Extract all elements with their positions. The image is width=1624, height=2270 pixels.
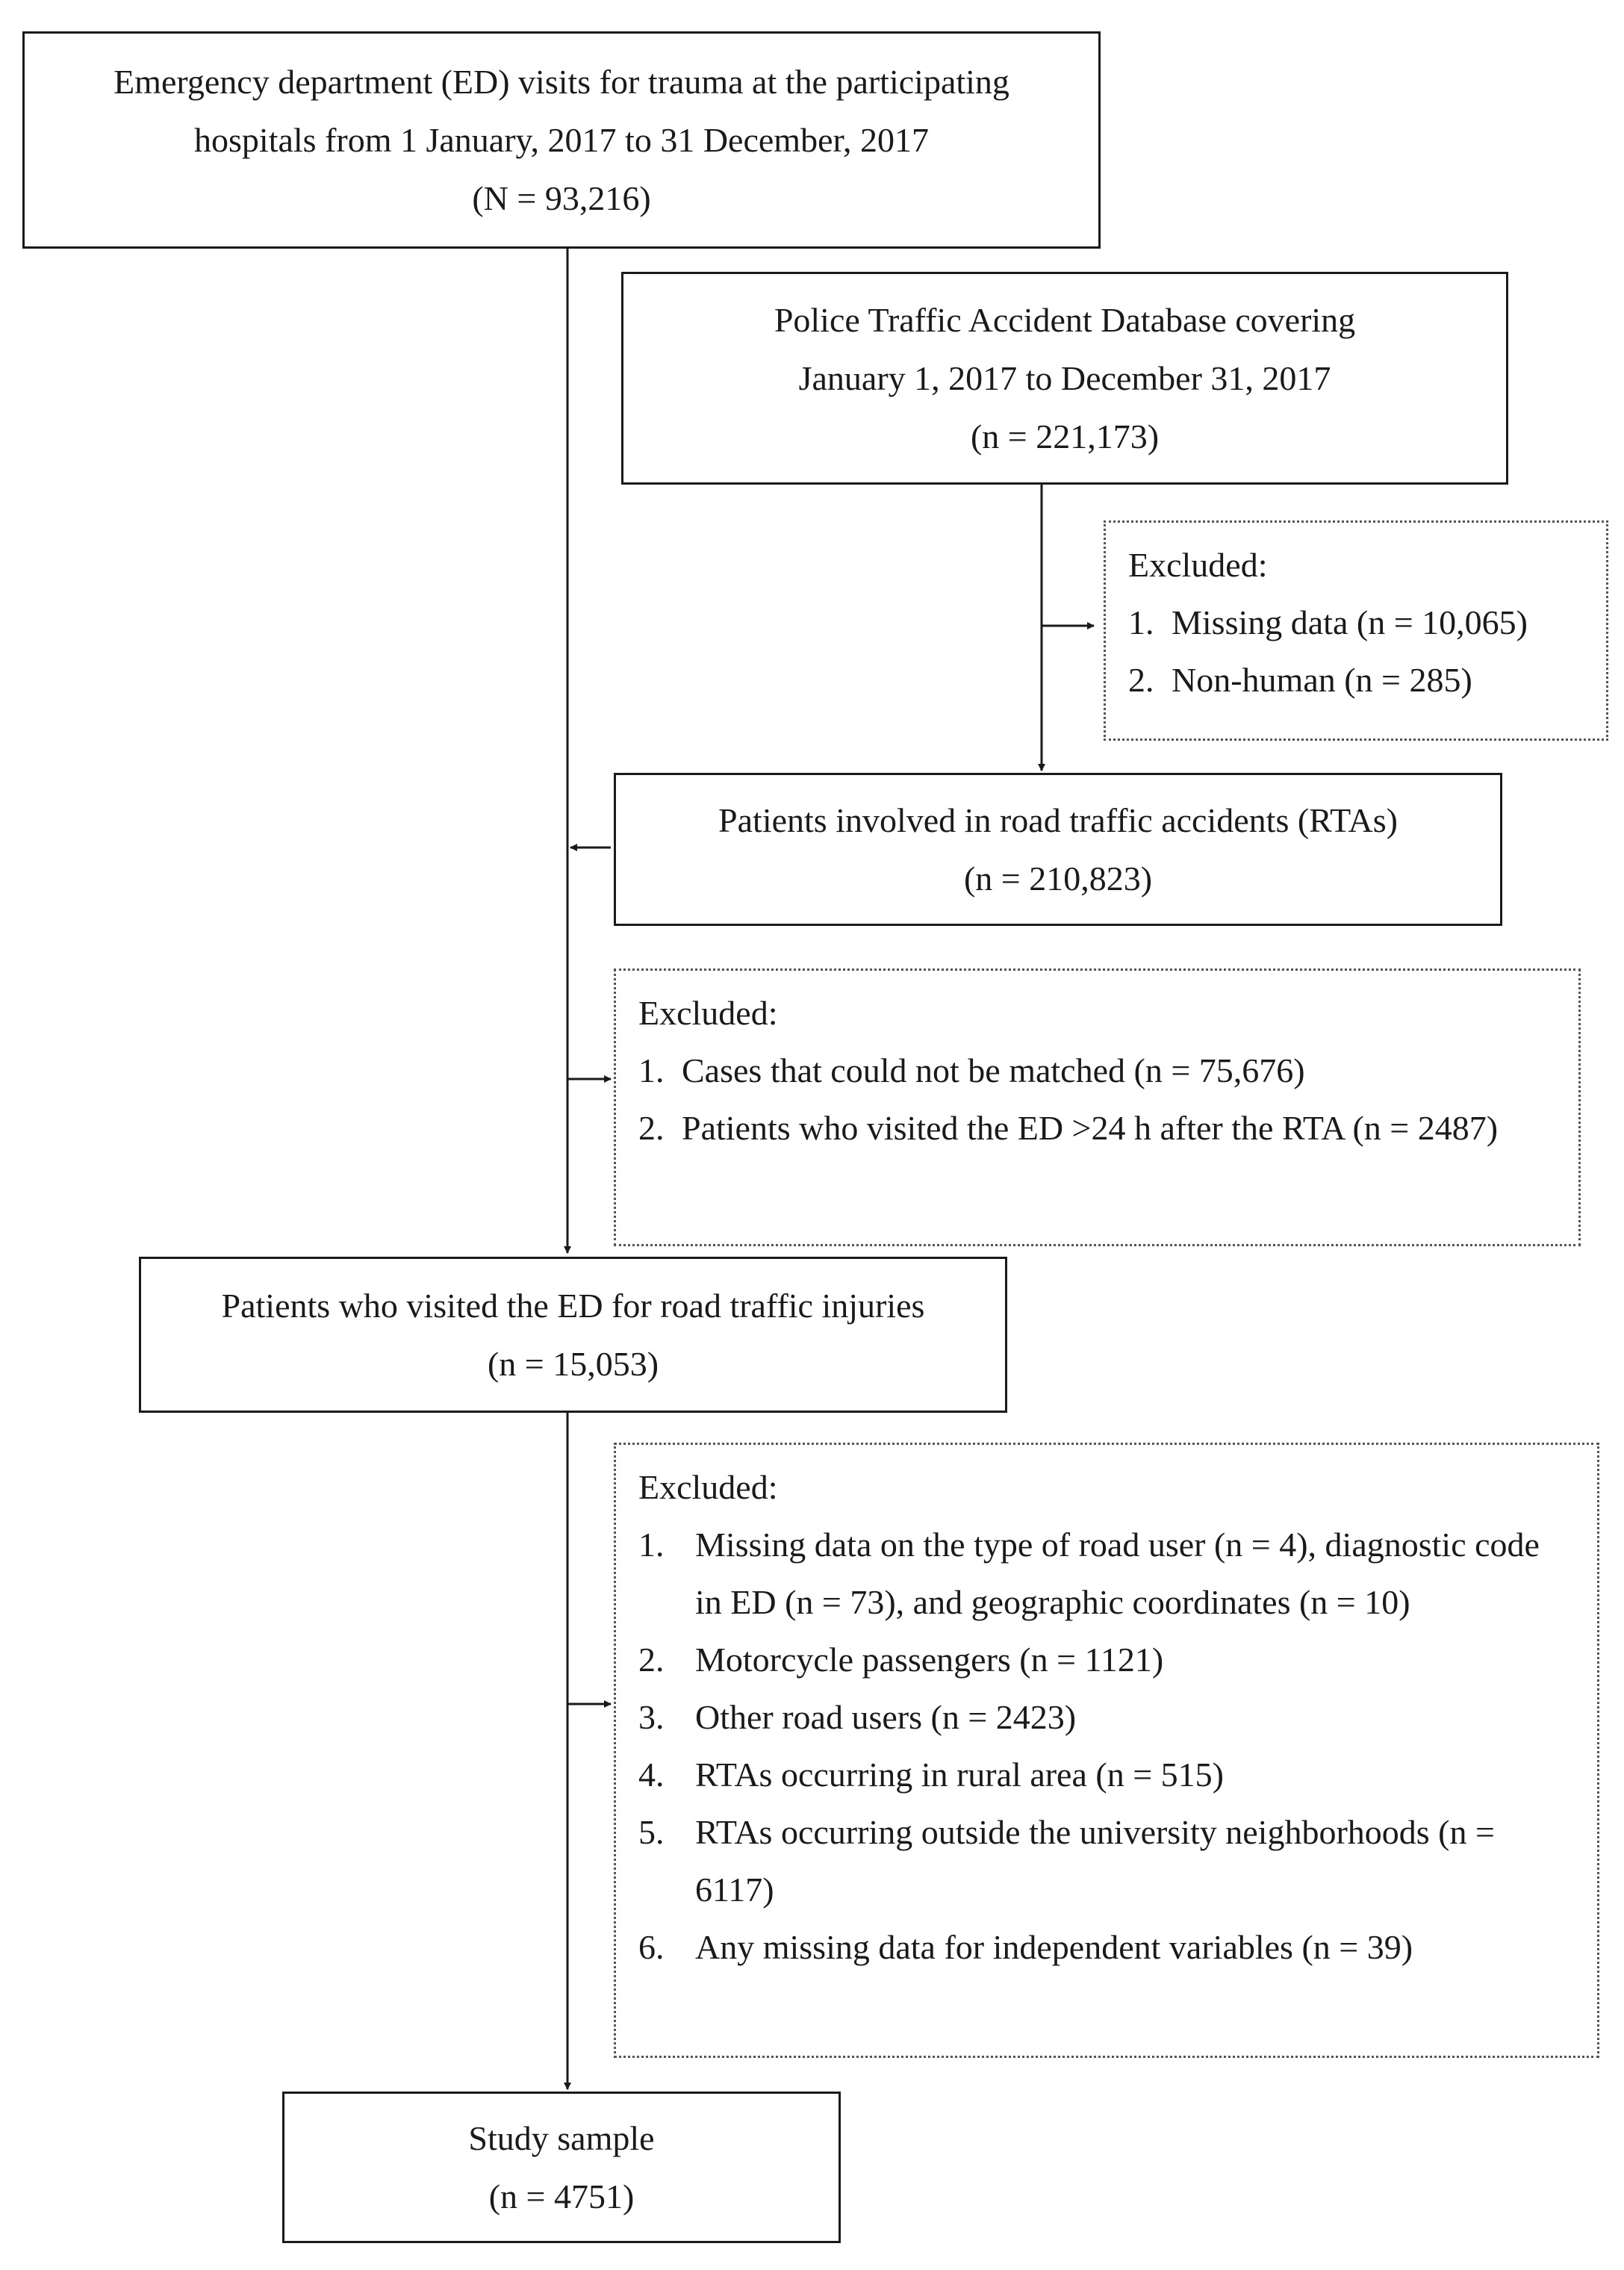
rta-patients-box: Patients involved in road traffic accide… (614, 773, 1502, 926)
excluded-1-heading: Excluded: (1128, 546, 1268, 584)
excluded-2-item-text: Patients who visited the ED >24 h after … (682, 1109, 1499, 1147)
study-sample-box: Study sample (n = 4751) (282, 2092, 841, 2243)
excluded-1-item: 1. Missing data (n = 10,065) (1128, 594, 1584, 651)
excluded-3-item-text: Missing data on the type of road user (n… (695, 1526, 1540, 1621)
excluded-2-item: 1. Cases that could not be matched (n = … (638, 1042, 1556, 1099)
excluded-3-item: 6. Any missing data for independent vari… (638, 1918, 1575, 1976)
ed-visits-line-1: Emergency department (ED) visits for tra… (113, 62, 1009, 101)
excluded-2-item-number: 2. (638, 1109, 665, 1147)
excluded-3-item-number: 1. (638, 1526, 665, 1564)
excluded-1-item-text: Missing data (n = 10,065) (1172, 603, 1528, 641)
ed-visits-line-2: hospitals from 1 January, 2017 to 31 Dec… (194, 120, 929, 159)
excluded-1-item-number: 2. (1128, 661, 1154, 699)
police-db-line-1: Police Traffic Accident Database coverin… (774, 300, 1356, 339)
excluded-box-3: Excluded: 1. Missing data on the type of… (614, 1443, 1599, 2058)
police-db-count: (n = 221,173) (970, 417, 1160, 455)
excluded-3-item-text: RTAs occurring outside the university ne… (695, 1813, 1495, 1909)
excluded-3-item-number: 4. (638, 1756, 665, 1794)
excluded-3-item-number: 2. (638, 1641, 665, 1679)
ed-rti-line-1: Patients who visited the ED for road tra… (221, 1286, 925, 1325)
excluded-3-item-text: Other road users (n = 2423) (695, 1698, 1077, 1736)
police-db-line-2: January 1, 2017 to December 31, 2017 (798, 358, 1331, 397)
excluded-3-item: 1. Missing data on the type of road user… (638, 1516, 1575, 1631)
excluded-3-item: 3. Other road users (n = 2423) (638, 1688, 1575, 1746)
police-database-box: Police Traffic Accident Database coverin… (621, 272, 1508, 485)
ed-visits-count: (N = 93,216) (472, 178, 651, 217)
excluded-1-item: 2. Non-human (n = 285) (1128, 651, 1584, 709)
excluded-box-1: Excluded: 1. Missing data (n = 10,065) 2… (1104, 520, 1608, 741)
excluded-1-item-text: Non-human (n = 285) (1172, 661, 1472, 699)
excluded-3-item-text: RTAs occurring in rural area (n = 515) (695, 1756, 1224, 1794)
excluded-1-item-number: 1. (1128, 603, 1154, 641)
study-sample-count: (n = 4751) (488, 2177, 635, 2215)
excluded-3-item-number: 5. (638, 1813, 665, 1851)
excluded-2-item: 2. Patients who visited the ED >24 h aft… (638, 1099, 1556, 1157)
excluded-3-item: 5. RTAs occurring outside the university… (638, 1803, 1575, 1918)
excluded-3-item: 2. Motorcycle passengers (n = 1121) (638, 1631, 1575, 1688)
rta-patients-count: (n = 210,823) (963, 859, 1153, 898)
ed-rti-count: (n = 15,053) (487, 1344, 659, 1383)
excluded-2-item-number: 1. (638, 1051, 665, 1089)
study-sample-title: Study sample (468, 2118, 655, 2157)
ed-visits-box: Emergency department (ED) visits for tra… (22, 31, 1101, 249)
excluded-3-item: 4. RTAs occurring in rural area (n = 515… (638, 1746, 1575, 1803)
ed-rti-box: Patients who visited the ED for road tra… (139, 1257, 1007, 1413)
excluded-2-item-text: Cases that could not be matched (n = 75,… (682, 1051, 1305, 1089)
excluded-3-item-text: Any missing data for independent variabl… (695, 1928, 1413, 1966)
rta-patients-line-1: Patients involved in road traffic accide… (718, 800, 1398, 839)
excluded-3-heading: Excluded: (638, 1468, 778, 1506)
excluded-box-2: Excluded: 1. Cases that could not be mat… (614, 968, 1581, 1246)
excluded-3-item-number: 6. (638, 1928, 665, 1966)
excluded-3-item-number: 3. (638, 1698, 665, 1736)
excluded-3-item-text: Motorcycle passengers (n = 1121) (695, 1641, 1164, 1679)
excluded-2-heading: Excluded: (638, 994, 778, 1032)
